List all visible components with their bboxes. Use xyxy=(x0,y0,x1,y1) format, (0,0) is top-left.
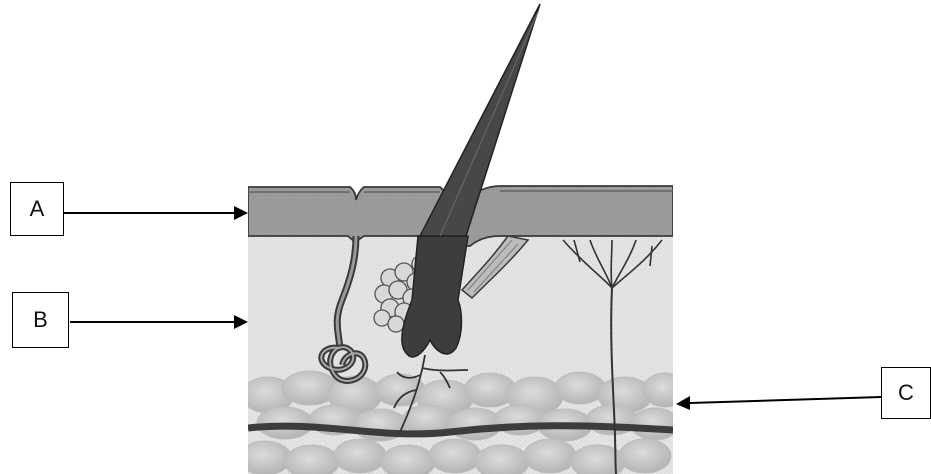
label-box-c: C xyxy=(881,367,931,419)
pointer-arrow-c xyxy=(676,396,881,410)
label-box-a: A xyxy=(10,182,64,236)
label-c-text: C xyxy=(898,380,914,406)
label-b-text: B xyxy=(33,307,48,333)
subcutaneous-fat-layer xyxy=(239,371,687,474)
label-box-b: B xyxy=(12,292,69,348)
pointer-arrow-a xyxy=(64,206,248,220)
pointer-arrow-b xyxy=(70,315,248,329)
label-a-text: A xyxy=(30,196,45,222)
